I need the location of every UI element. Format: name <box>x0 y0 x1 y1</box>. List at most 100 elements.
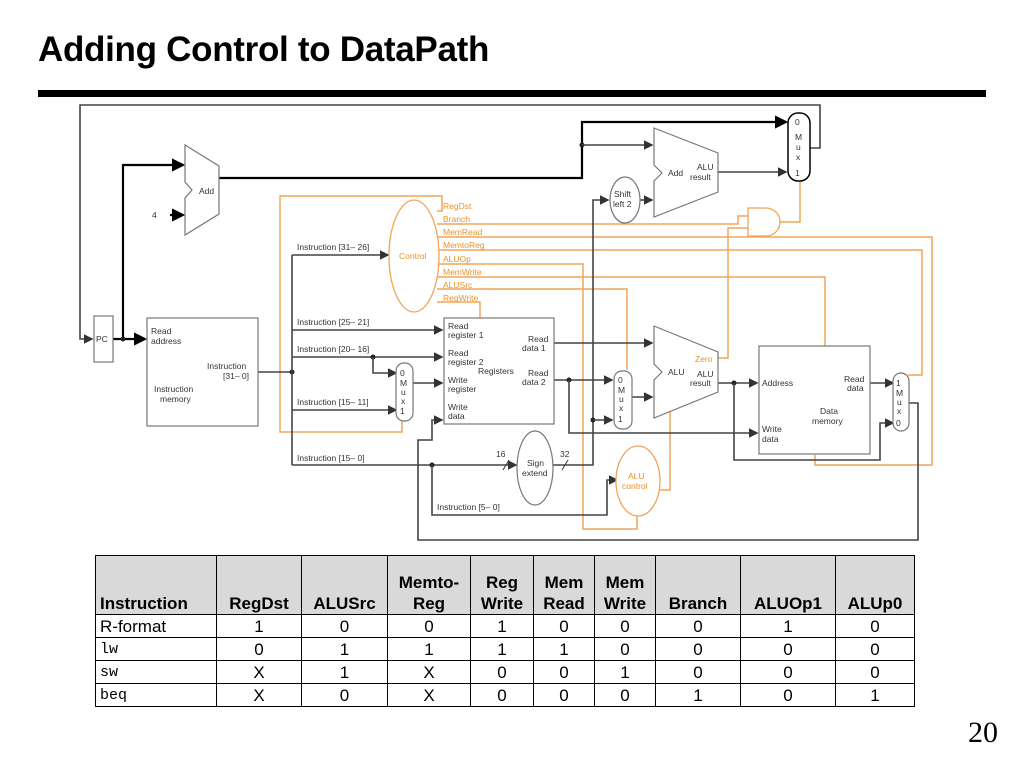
datapath-wires <box>79 104 919 541</box>
svg-text:register: register <box>448 384 477 394</box>
svg-text:1: 1 <box>896 378 901 388</box>
title-rule <box>38 90 986 97</box>
svg-text:Address: Address <box>762 378 793 388</box>
cell-regdst: 1 <box>216 614 302 638</box>
header-memtoreg: Memto-Reg <box>387 555 471 615</box>
svg-text:register 1: register 1 <box>448 330 484 340</box>
cell-memtoreg: 0 <box>387 614 471 638</box>
svg-text:data: data <box>847 383 864 393</box>
row-instruction: beq <box>95 683 217 707</box>
svg-text:Read: Read <box>528 334 549 344</box>
shift-left-2: Shift left 2 <box>609 176 641 224</box>
svg-text:ALUOp: ALUOp <box>443 254 471 264</box>
svg-text:Instruction [31– 26]: Instruction [31– 26] <box>297 242 369 252</box>
svg-text:Instruction [15– 11]: Instruction [15– 11] <box>297 397 369 407</box>
svg-text:Write: Write <box>762 424 782 434</box>
svg-text:[31– 0]: [31– 0] <box>223 371 249 381</box>
svg-text:Control: Control <box>399 251 427 261</box>
cell-memtoreg: 1 <box>387 637 471 661</box>
svg-text:Write: Write <box>448 402 468 412</box>
svg-text:Sign: Sign <box>527 458 544 468</box>
svg-text:Read: Read <box>448 348 469 358</box>
svg-text:result: result <box>690 378 711 388</box>
control-unit: Control <box>388 199 440 313</box>
svg-text:MemtoReg: MemtoReg <box>443 240 485 250</box>
svg-text:u: u <box>796 142 801 152</box>
cell-memwrite: 0 <box>594 637 656 661</box>
svg-text:RegDst: RegDst <box>443 201 472 211</box>
svg-text:u: u <box>619 394 624 404</box>
svg-text:u: u <box>401 387 406 397</box>
svg-text:memory: memory <box>812 416 843 426</box>
svg-text:memory: memory <box>160 394 191 404</box>
cell-regwrite: 0 <box>470 683 534 707</box>
svg-text:extend: extend <box>522 468 548 478</box>
svg-text:ALU: ALU <box>697 369 714 379</box>
svg-text:1: 1 <box>618 414 623 424</box>
svg-text:PC: PC <box>96 334 108 344</box>
cell-regdst: 0 <box>216 637 302 661</box>
svg-text:data 2: data 2 <box>522 377 546 387</box>
const-four: 4 <box>152 210 157 220</box>
cell-alup0: 0 <box>835 637 915 661</box>
svg-text:x: x <box>401 396 406 406</box>
pc-source-mux: 0 M u x 1 <box>787 112 811 182</box>
svg-text:0: 0 <box>896 418 901 428</box>
svg-text:MemRead: MemRead <box>443 227 482 237</box>
table-row: lw 0 1 1 1 1 0 0 0 0 <box>95 637 915 661</box>
svg-text:left 2: left 2 <box>613 199 632 209</box>
cell-branch: 0 <box>655 614 741 638</box>
cell-alup0: 0 <box>835 660 915 684</box>
cell-alusrc: 1 <box>301 637 388 661</box>
row-instruction: lw <box>95 637 217 661</box>
svg-text:Instruction [15– 0]: Instruction [15– 0] <box>297 453 365 463</box>
svg-text:Write: Write <box>448 375 468 385</box>
svg-text:M: M <box>795 132 802 142</box>
cell-regwrite: 0 <box>470 660 534 684</box>
svg-text:x: x <box>796 152 801 162</box>
alu-control: ALU control <box>615 445 661 517</box>
slide-title: Adding Control to DataPath <box>38 30 490 69</box>
cell-memread: 1 <box>533 637 595 661</box>
sign-extend: Sign extend 16 32 <box>496 430 570 506</box>
branch-adder: Add ALU result <box>653 127 719 218</box>
svg-text:M: M <box>400 378 407 388</box>
datapath-diagram: PC Add 4 Read address Instruction [31– 0… <box>79 104 933 541</box>
cell-alusrc: 0 <box>301 614 388 638</box>
cell-aluop1: 0 <box>740 660 836 684</box>
cell-memread: 0 <box>533 614 595 638</box>
cell-branch: 1 <box>655 683 741 707</box>
svg-text:data 1: data 1 <box>522 343 546 353</box>
instruction-memory: Read address Instruction [31– 0] Instruc… <box>146 317 259 427</box>
svg-text:address: address <box>151 336 181 346</box>
cell-regdst: X <box>216 683 302 707</box>
header-branch: Branch <box>655 555 741 615</box>
svg-text:Instruction [25– 21]: Instruction [25– 21] <box>297 317 369 327</box>
main-alu: ALU Zero ALU result <box>653 325 719 419</box>
svg-text:ALU: ALU <box>697 162 714 172</box>
cell-aluop1: 0 <box>740 683 836 707</box>
pc-path <box>113 115 789 346</box>
header-instruction: Instruction <box>95 555 217 615</box>
svg-text:1: 1 <box>400 406 405 416</box>
page-number: 20 <box>968 716 998 749</box>
svg-text:register 2: register 2 <box>448 357 484 367</box>
svg-text:ALU: ALU <box>668 367 685 377</box>
cell-aluop1: 1 <box>740 614 836 638</box>
svg-text:0: 0 <box>400 368 405 378</box>
cell-memtoreg: X <box>387 660 471 684</box>
cell-regwrite: 1 <box>470 637 534 661</box>
cell-alusrc: 0 <box>301 683 388 707</box>
header-regdst: RegDst <box>216 555 302 615</box>
register-file: Read register 1 Read register 2 Write re… <box>443 317 555 425</box>
svg-text:control: control <box>622 481 648 491</box>
svg-text:32: 32 <box>560 449 570 459</box>
svg-text:data: data <box>448 411 465 421</box>
memtoreg-mux: 1 M u x 0 <box>892 372 910 432</box>
pc-adder: Add <box>184 143 220 237</box>
cell-memwrite: 0 <box>594 683 656 707</box>
svg-text:Instruction: Instruction <box>207 361 246 371</box>
alusrc-mux: 0 M u x 1 <box>613 370 633 430</box>
